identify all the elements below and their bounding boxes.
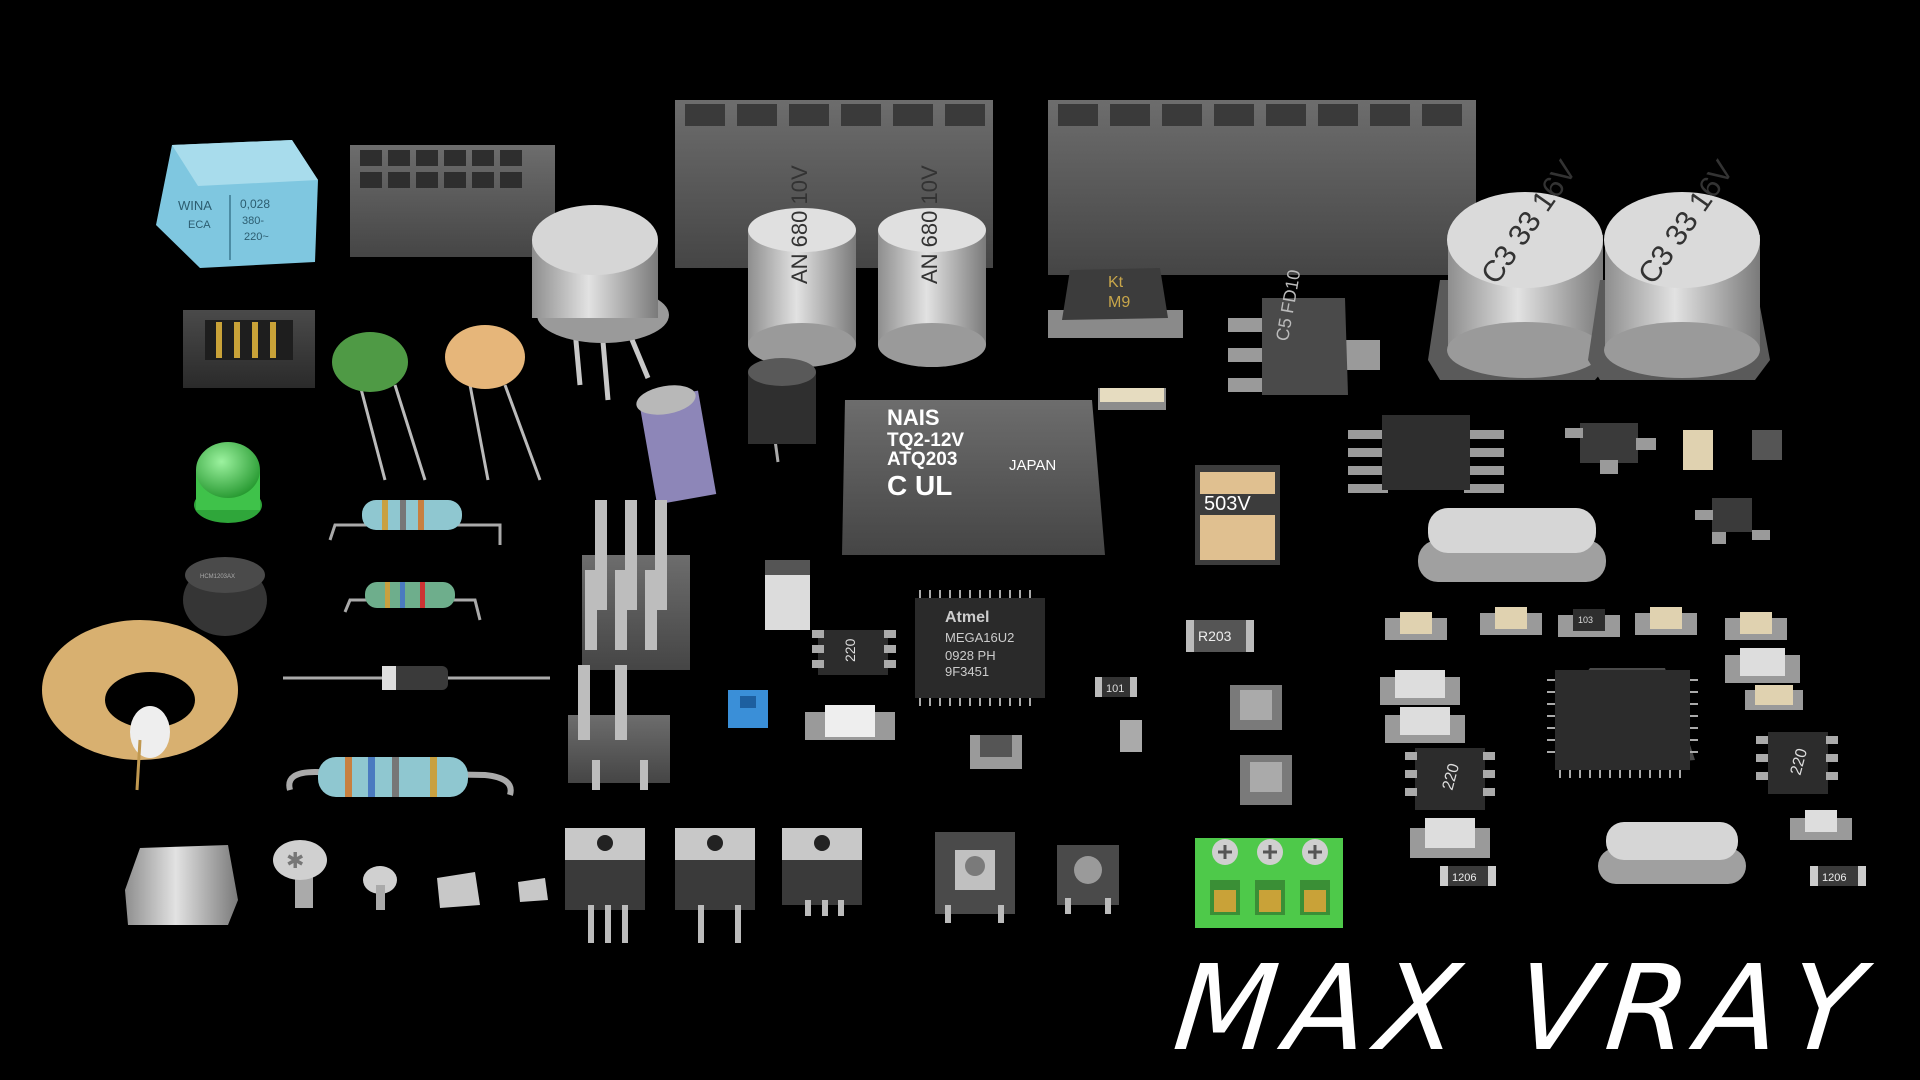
smd-cap-kt: Kt: [1108, 274, 1124, 291]
tactile-switch-large: [935, 832, 1015, 923]
relay-model: TQ2-12V: [887, 430, 964, 451]
array-220-a: 220: [842, 638, 858, 662]
crystal-can: [125, 845, 238, 925]
ceramic-capacitor-tan: [445, 325, 542, 481]
smd-fuse-503v: 503V: [1195, 465, 1280, 565]
metal-can-transistor: [532, 205, 669, 401]
smd-crystal-small: [1098, 388, 1166, 410]
smd-resistor-r203: R203: [1186, 620, 1254, 652]
sot223-transistor: C5 FD10: [1228, 268, 1380, 395]
female-header-8pin: [1048, 100, 1476, 275]
mcu-model: MEGA16U2: [945, 630, 1014, 645]
mcu-date: 0928 PH: [945, 648, 996, 663]
crystal-hc49-top: [1418, 508, 1606, 582]
smd-chip-tiny-2: [1752, 430, 1782, 460]
resistor-array-220-right: 220: [1756, 732, 1838, 794]
electrolytic-capacitor-purple: [636, 385, 717, 505]
film-cap-rating: 220~: [244, 231, 269, 243]
smd-chip-row: 103: [1385, 607, 1787, 640]
resistor-103: 103: [1578, 615, 1593, 625]
jumper-blue: [728, 690, 768, 728]
array-220-c: 220: [1788, 747, 1811, 777]
resistor-array-220-left: 220: [812, 630, 896, 675]
smd-stack-right: [1725, 648, 1803, 710]
smd-cap-m9: M9: [1108, 294, 1130, 311]
toroid-inductor: [42, 620, 238, 791]
sot23-top: [1565, 423, 1656, 474]
electrolytic-capacitor-680-1: AN 680 10V: [748, 165, 856, 367]
smd-stack-left: [1380, 670, 1465, 743]
resistor-large: [286, 757, 514, 797]
relay-code: ATQ203: [887, 449, 957, 470]
mcu-brand: Atmel: [945, 609, 989, 626]
mcu-lot: 9F3451: [945, 664, 989, 679]
atmega-tqfp: Atmel MEGA16U2 0928 PH 9F3451: [915, 590, 1045, 706]
terminal-block: [1195, 838, 1343, 928]
electrolytic-capacitor-680-2: AN 680 10V: [878, 165, 986, 367]
smd-resistor-101: 101: [1095, 677, 1137, 697]
to220-transistor-2: [675, 828, 755, 943]
smd-resistor-1206-b: 1206: [1810, 866, 1866, 886]
relay-brand: NAIS: [887, 405, 940, 430]
screw-small: [363, 866, 397, 910]
screw: ✱: [273, 840, 327, 908]
smd-chip-tiny-1: [1683, 430, 1713, 470]
smd-diode-white: [765, 560, 810, 630]
smd-chip-mid-2: [1120, 720, 1142, 752]
smd-pad-square: [437, 872, 480, 908]
to220-transistor-1: [565, 828, 645, 943]
array-220-b: 220: [1440, 762, 1463, 792]
tactile-switch-small: [1057, 845, 1119, 914]
resistor-r203: R203: [1198, 628, 1232, 644]
dual-row-header: [350, 145, 555, 257]
chip-1206-a: 1206: [1452, 872, 1476, 884]
film-capacitor: WINA ECA 0,028 380- 220~: [156, 140, 318, 268]
buzzer: HCM1203AX: [183, 557, 267, 636]
crystal-hc49-bottom: [1598, 822, 1746, 884]
to220-transistor-3: [782, 828, 862, 916]
elcap-small-1-label: AN 680 10V: [787, 165, 812, 284]
chip-1206-b: 1206: [1822, 872, 1846, 884]
smd-stack-bottom: [1410, 818, 1490, 858]
relay-cert-marks: C UL: [887, 470, 952, 501]
smd-inductor-2: [1240, 755, 1292, 805]
smd-electrolytic-cap-1: C3 33 16V: [1428, 155, 1612, 380]
pin-header-3x2: [582, 500, 690, 670]
smd-inductor-1: [1230, 685, 1282, 730]
smd-capacitor-kt: Kt M9: [1048, 268, 1183, 338]
green-led: [194, 442, 262, 523]
smd-pad-small: [518, 878, 548, 902]
varistor-label: 503V: [1204, 493, 1251, 515]
ceramic-capacitor-green: [332, 332, 427, 481]
resistor-2: [343, 582, 482, 621]
electrolytic-capacitor-black: [748, 358, 816, 463]
screw-head-icon: ✱: [286, 848, 304, 873]
film-cap-value: 0,028: [240, 197, 270, 211]
sot23-right: [1695, 498, 1770, 544]
resistor-101: 101: [1106, 683, 1124, 695]
film-cap-brand: WINA: [178, 198, 212, 213]
film-cap-voltage: 380-: [242, 215, 264, 227]
render-caption: MAX VRAY: [1168, 939, 1880, 1077]
smd-led-white: [805, 705, 895, 740]
pin-header-2x2: [568, 665, 670, 790]
soic8-chip: [1348, 415, 1504, 493]
qfp-chip-right: [1547, 668, 1698, 778]
elcap-small-2-label: AN 680 10V: [917, 165, 942, 284]
smd-chip-mid-1: [970, 735, 1022, 769]
box-header-connector: [183, 310, 315, 388]
buzzer-text: HCM1203AX: [200, 574, 235, 580]
relay-nais: NAIS TQ2-12V ATQ203 JAPAN C UL: [842, 400, 1105, 555]
smd-electrolytic-cap-2: C3 33 16V: [1588, 155, 1770, 380]
diode: [283, 666, 550, 690]
smd-resistor-1206-a: 1206: [1440, 866, 1496, 886]
smd-stack-right-bottom: [1790, 810, 1852, 840]
resistor-array-220-mid: 220: [1405, 748, 1495, 810]
relay-origin: JAPAN: [1009, 457, 1056, 474]
film-cap-series: ECA: [188, 219, 211, 231]
resistor-1: [328, 500, 502, 545]
